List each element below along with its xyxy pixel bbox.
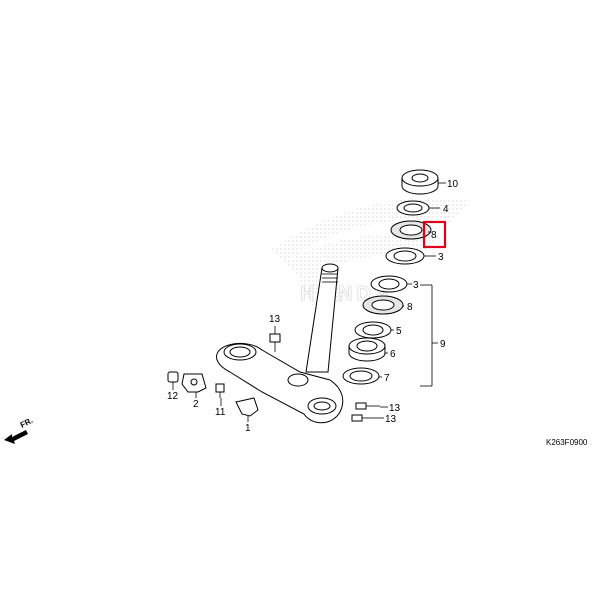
label-4: 4: [443, 204, 449, 215]
seal-7: [342, 367, 380, 385]
race-3-upper: [385, 247, 425, 265]
bearing-8-lower: [362, 295, 404, 315]
label-1: 1: [245, 423, 251, 434]
bolt-13-lower-a: [355, 402, 380, 410]
front-label: FR.: [19, 416, 35, 430]
label-8-lower: 8: [407, 302, 413, 313]
seal-5: [354, 321, 392, 339]
label-12: 12: [167, 391, 179, 402]
bolt-11: [215, 383, 225, 398]
race-6: [348, 337, 386, 362]
steering-stem: [305, 263, 339, 373]
clamp-2: [181, 373, 207, 393]
leader-lines: [172, 182, 446, 422]
front-arrow-icon: FR.: [4, 416, 34, 444]
label-13-lower-a: 13: [389, 403, 401, 414]
label-13-lower-b: 13: [385, 414, 397, 425]
label-8-upper: 8: [431, 230, 437, 241]
bolt-13-upper: [269, 333, 281, 352]
label-3-lower: 3: [413, 280, 419, 291]
race-3-lower: [370, 275, 408, 293]
bolt-13-lower-b: [351, 414, 376, 422]
bearing-8-upper: [390, 220, 432, 240]
diagram-code: K263F0900: [546, 438, 588, 447]
label-6: 6: [390, 349, 396, 360]
label-13-upper: 13: [269, 314, 281, 325]
label-9: 9: [440, 339, 446, 350]
highlight-box: [422, 220, 447, 249]
label-7: 7: [384, 373, 390, 384]
bottom-bridge: [216, 343, 344, 424]
label-2: 2: [193, 399, 199, 410]
label-11: 11: [215, 407, 226, 418]
washer-4: [396, 200, 430, 216]
bracket-1: [235, 397, 259, 417]
label-3-upper: 3: [438, 252, 444, 263]
nut-12: [167, 371, 179, 383]
label-10: 10: [447, 179, 459, 190]
nut-10: [401, 169, 439, 195]
label-5: 5: [396, 326, 402, 337]
